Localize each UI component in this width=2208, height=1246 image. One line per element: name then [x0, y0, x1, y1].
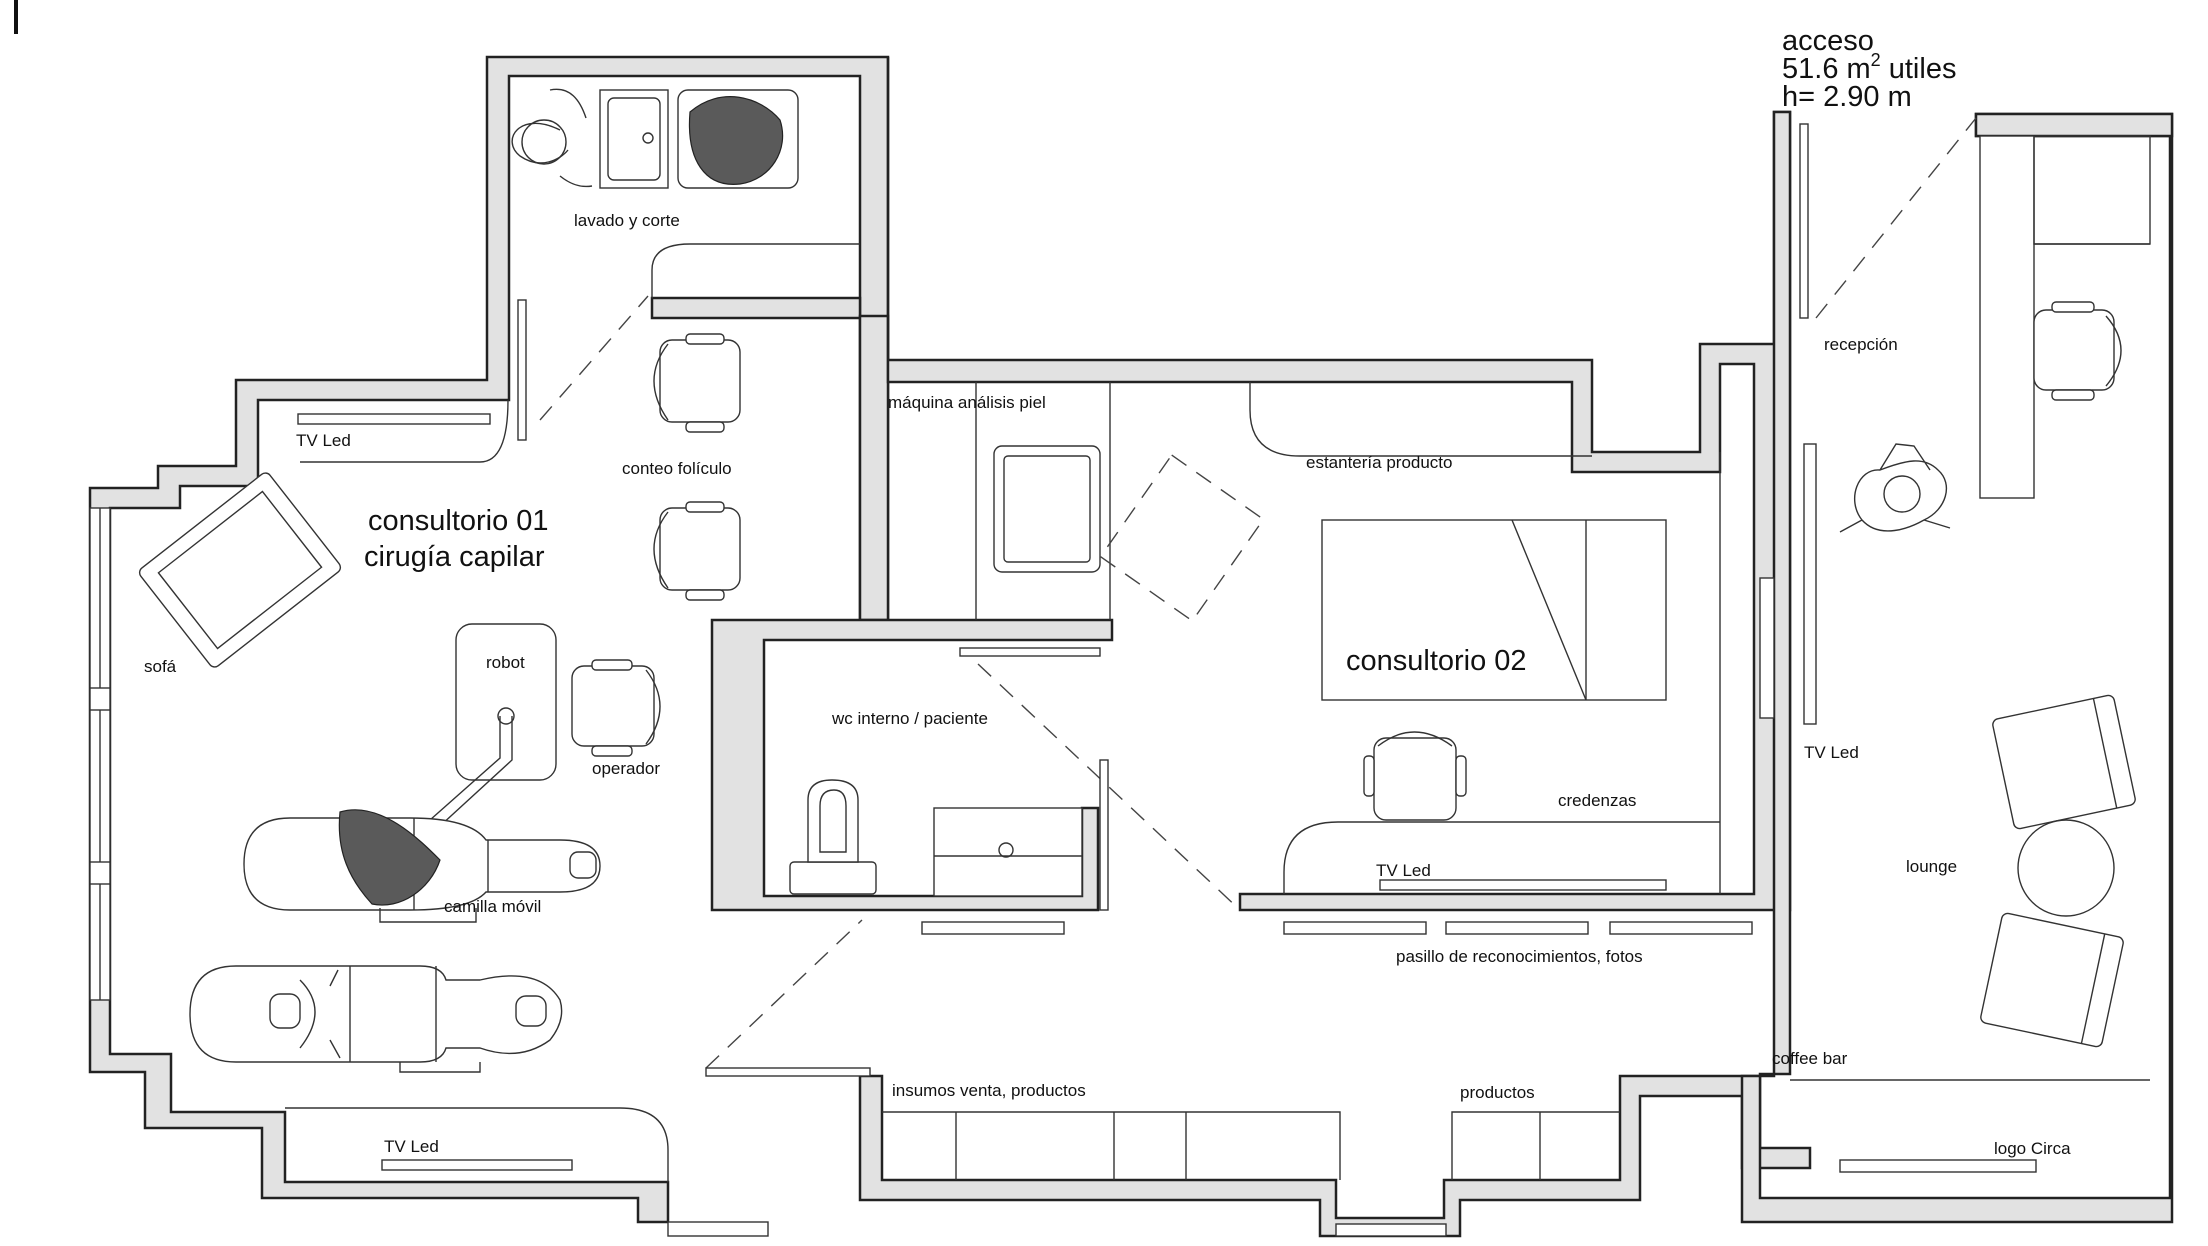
label-camilla: camilla móvil — [444, 897, 541, 916]
room-consultorio02-name: consultorio 02 — [1346, 645, 1527, 677]
label-insumos: insumos venta, productos — [892, 1081, 1086, 1100]
chair-c02 — [1363, 731, 1467, 821]
wall-lavado — [650, 296, 862, 320]
sink — [599, 89, 669, 189]
camilla-1 — [243, 809, 601, 923]
walls — [88, 55, 2174, 1238]
label-tv-c01-bottom: TV Led — [384, 1137, 439, 1156]
label-productos: productos — [1460, 1083, 1535, 1102]
label-robot: robot — [486, 653, 525, 672]
label-logo: logo Circa — [1994, 1139, 2071, 1158]
label-conteo: conteo folículo — [622, 459, 732, 478]
logo-circa-panel — [1839, 1159, 2037, 1173]
wall-middle-top — [886, 57, 1792, 912]
skin-analysis-machine — [993, 445, 1101, 573]
counter-tv-bottom — [285, 1107, 669, 1182]
label-wc: wc interno / paciente — [831, 709, 988, 728]
counter-tv-area — [300, 399, 509, 463]
label-sofa: sofá — [144, 657, 177, 676]
label-tv-c02: TV Led — [1376, 861, 1431, 880]
camilla-2 — [189, 965, 563, 1073]
pasillo-panel-3 — [1445, 921, 1589, 935]
label-tv-lounge: TV Led — [1804, 743, 1859, 762]
receptionist-figure — [1839, 443, 1951, 533]
tv-led-lounge — [1803, 443, 1817, 725]
tv-led-c01-bottom — [381, 1159, 573, 1171]
tv-led-c02 — [1379, 879, 1667, 891]
armchair-1 — [1992, 694, 2136, 830]
toilet — [789, 779, 877, 895]
chair-conteo-1 — [653, 333, 741, 433]
access-label: acceso — [1782, 25, 1874, 57]
wall-left-shell — [88, 55, 890, 1224]
wall-conteo — [858, 314, 890, 622]
productos-shelving — [1451, 1111, 1620, 1180]
doors — [517, 117, 1977, 1077]
chair-operador — [571, 659, 661, 757]
counter-lavado — [651, 243, 860, 298]
room-consultorio01-sub: cirugía capilar — [364, 541, 545, 573]
tv-led-c01-top — [297, 413, 491, 425]
wall-bottom-middle — [858, 1074, 1812, 1238]
access-height: h= 2.90 m — [1782, 81, 1912, 113]
pasillo-panel-2 — [1283, 921, 1427, 935]
lounge-table — [2017, 819, 2115, 917]
label-pasillo: pasillo de reconocimientos, fotos — [1396, 947, 1643, 966]
label-operador: operador — [592, 759, 660, 778]
labels: acceso 51.6 m2 utiles h= 2.90 m consulto… — [144, 25, 2071, 1158]
estanteria-counter — [1249, 382, 1592, 457]
pasillo-panel-4 — [1609, 921, 1753, 935]
robot — [455, 623, 557, 781]
insumos-shelving — [882, 1111, 1341, 1180]
access-area: 51.6 m2 utiles — [1782, 50, 1956, 85]
pasillo-panel-1 — [921, 921, 1065, 935]
window-bottom-right — [1335, 1223, 1447, 1237]
armchair-2 — [1980, 912, 2124, 1048]
reception-desk — [1979, 135, 2035, 499]
label-estanteria: estantería producto — [1306, 453, 1452, 472]
label-credenzas: credenzas — [1558, 791, 1636, 810]
furniture — [138, 88, 2151, 1182]
consultorio02-table — [1321, 519, 1667, 701]
label-maquina: máquina análisis piel — [888, 393, 1046, 412]
corner-mark — [14, 0, 18, 34]
label-coffee: coffee bar — [1772, 1049, 1848, 1068]
window-bottom-left — [667, 1221, 769, 1237]
label-tv-c01-top: TV Led — [296, 431, 351, 450]
label-recepcion: recepción — [1824, 335, 1898, 354]
chair-reception — [2033, 301, 2122, 401]
chair-conteo-2 — [653, 501, 741, 601]
sofa — [138, 472, 342, 668]
room-consultorio01-name: consultorio 01 — [368, 505, 549, 537]
label-lavado: lavado y corte — [574, 211, 680, 230]
label-lounge: lounge — [1906, 857, 1957, 876]
wc-vanity — [933, 807, 1083, 897]
credenzas-counter — [1283, 821, 1720, 894]
